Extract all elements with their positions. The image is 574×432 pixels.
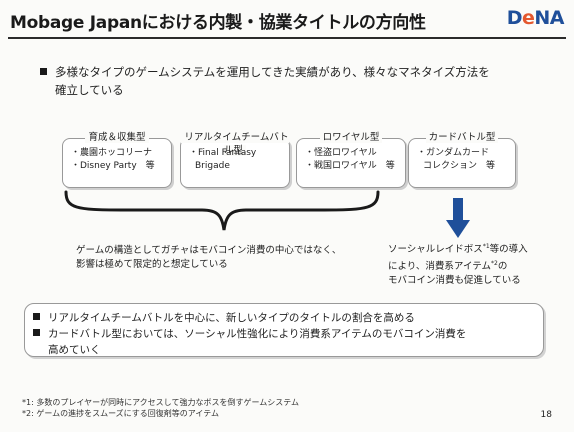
footnote-ref: *1 [482, 243, 490, 250]
category-card-ikusei: 育成＆収集型 ・農園ホッコリーナ ・Disney Party 等 [62, 132, 172, 188]
summary-item-2-cont: 高めていく [48, 344, 101, 356]
category-item: ・戦国ロワイヤル 等 [305, 161, 395, 171]
summary-box: リアルタイムチームバトルを中心に、新しいタイプのタイトルの割合を高める カードバ… [24, 303, 544, 357]
category-card-royale: ロワイヤル型 ・怪盗ロワイヤル ・戦国ロワイヤル 等 [296, 132, 406, 188]
category-item: ・怪盗ロワイヤル [305, 148, 377, 158]
footnote-1: *1: 多数のプレイヤーが同時にアクセスして強力なボスを倒すゲームシステム [22, 398, 299, 407]
gacha-note-line1: ゲームの構造としてガチャはモバコイン消費の中心ではなく、 [76, 245, 342, 256]
category-title: 育成＆収集型 [85, 132, 149, 143]
raid-boss-note: ソーシャルレイドボス*1等の導入 により、消費系アイテム*2の モバコイン消費も… [388, 240, 548, 288]
footnote-2: *2: ゲームの進捗をスムーズにする回復剤等のアイテム [22, 409, 219, 418]
main-bullet-line2: 確立している [55, 83, 124, 97]
dena-logo: DeNA [506, 7, 565, 29]
category-card-cardbattle: カードバトル型 ・ガンダムカード コレクション 等 [408, 132, 516, 188]
title-divider [8, 37, 566, 39]
raid-note-text: により、消費系アイテム [388, 261, 491, 273]
raid-note-text: ソーシャルレイドボス [388, 244, 483, 256]
raid-note-text: モバコイン消費も促進している [388, 275, 521, 287]
logo-e: e [522, 7, 535, 29]
category-item: Brigade [195, 161, 230, 171]
down-arrow-icon [446, 198, 470, 238]
gacha-note-line2: 影響は極めて限定的と想定している [76, 259, 228, 270]
raid-note-text: 等の導入 [489, 244, 528, 256]
category-card-realtime: リアルタイムチームバトル型 ・Final Fantasy Brigade [180, 132, 290, 188]
summary-item-1: リアルタイムチームバトルを中心に、新しいタイプのタイトルの割合を高める [48, 312, 415, 324]
summary-item-2: カードバトル型においては、ソーシャル性強化により消費系アイテムのモバコイン消費を [48, 328, 467, 340]
logo-d: D [506, 7, 523, 29]
category-item: ・Disney Party 等 [71, 161, 155, 171]
category-item: ・Final Fantasy [189, 148, 257, 158]
curly-brace-icon [64, 190, 380, 231]
category-title: ロワイヤル型 [319, 132, 383, 143]
page-title: Mobage Japanにおける内製・協業タイトルの方向性 [10, 13, 426, 33]
footnote-ref: *2 [490, 260, 498, 268]
category-item: ・農園ホッコリーナ [71, 148, 153, 158]
bullet-square-icon [40, 68, 47, 75]
gacha-note: ゲームの構造としてガチャはモバコイン消費の中心ではなく、 影響は極めて限定的と想… [76, 244, 386, 272]
main-bullet-line1: 多様なタイプのゲームシステムを運用してきた実績があり、様々なマネタイズ方法を [55, 65, 490, 79]
category-item: ・ガンダムカード [417, 148, 490, 158]
category-title: カードバトル型 [425, 132, 499, 143]
logo-na: NA [534, 7, 564, 29]
bullet-square-icon [33, 313, 40, 320]
raid-note-text: の [497, 261, 508, 273]
main-bullet: 多様なタイプのゲームシステムを運用してきた実績があり、様々なマネタイズ方法を 確… [40, 63, 540, 99]
category-item: コレクション 等 [423, 161, 496, 171]
bullet-square-icon [33, 329, 40, 336]
page-number: 18 [540, 410, 552, 420]
